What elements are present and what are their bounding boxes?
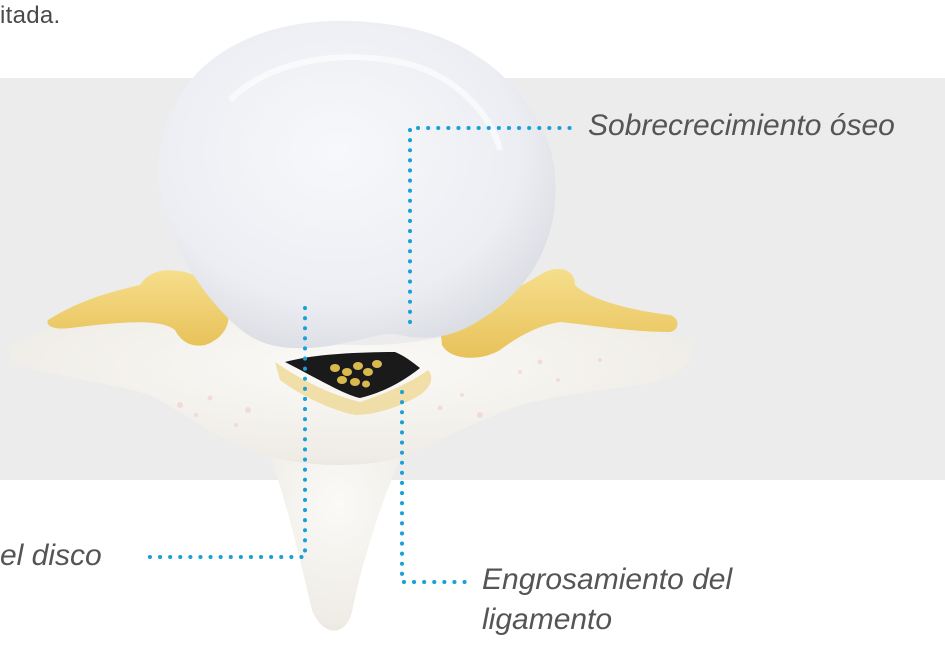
label-bone-overgrowth: Sobrecrecimiento óseo [588,108,895,144]
label-ligament-line1: Engrosamiento del [482,562,732,598]
intervertebral-disc [159,21,556,348]
label-ligament-line2: ligamento [482,602,612,638]
label-disc: el disco [0,538,102,574]
